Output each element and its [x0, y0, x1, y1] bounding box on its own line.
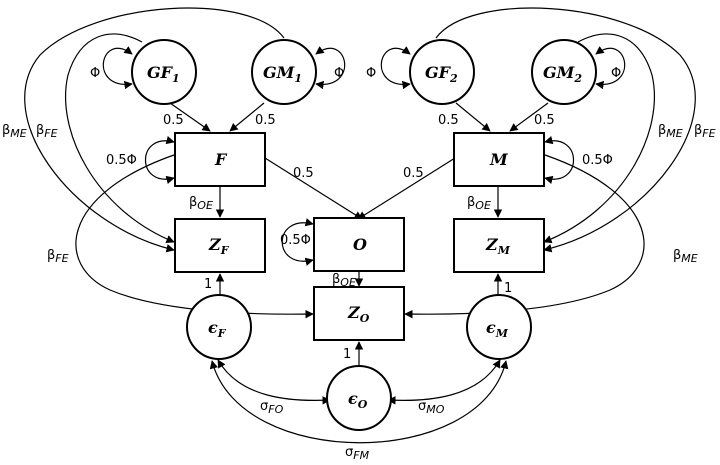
label-beta-oe-m: βOE — [467, 195, 491, 212]
node-epsilon-m: ϵM — [466, 294, 532, 360]
label-half-gm1-f: 0.5 — [255, 113, 276, 128]
edge-gf2-zm-beta-me — [435, 7, 696, 253]
node-m: M — [453, 132, 545, 187]
label-phi-gm2: Φ — [611, 66, 621, 81]
cov-em-eo — [387, 359, 501, 405]
label-beta-me-left: βME — [2, 123, 27, 140]
label-half-m-o: 0.5 — [403, 166, 424, 181]
label-half-f-o: 0.5 — [293, 166, 314, 181]
label-beta-oe-o: βOE — [332, 272, 356, 289]
loop-gf1 — [102, 46, 133, 90]
label-phi-gm1: Φ — [334, 66, 344, 81]
node-o: O — [313, 217, 405, 272]
node-f: F — [174, 132, 266, 187]
label-sigma-fo: σFO — [260, 399, 284, 416]
node-epsilon-o: ϵO — [326, 365, 392, 431]
node-zm: ZM — [453, 218, 545, 273]
label-phi-gf2: Φ — [366, 66, 376, 81]
svg-text:O: O — [353, 235, 367, 254]
label-half-phi-m: 0.5Φ — [582, 153, 613, 168]
label-half-gm2-m: 0.5 — [534, 113, 555, 128]
svg-text:M: M — [489, 150, 509, 169]
edge-gf2-m — [455, 102, 491, 132]
node-gm2: GM2 — [531, 39, 597, 105]
loop-o — [281, 218, 314, 266]
node-gm1: GM1 — [251, 39, 317, 105]
node-zo: ZO — [313, 286, 405, 341]
label-half-gf1-f: 0.5 — [163, 113, 184, 128]
svg-text:ZO: ZO — [347, 303, 370, 325]
svg-text:ϵO: ϵO — [348, 389, 368, 411]
edge-m-o — [357, 157, 456, 220]
label-sigma-fm: σFM — [345, 445, 370, 462]
node-gf2: GF2 — [409, 39, 475, 105]
svg-text:GF1: GF1 — [147, 63, 180, 85]
cov-ef-eo — [217, 359, 331, 405]
cov-ef-em — [209, 360, 509, 444]
node-gf1: GF1 — [131, 39, 197, 105]
svg-text:ϵM: ϵM — [486, 318, 509, 340]
edge-gm1-f — [229, 102, 265, 132]
edge-gm2-zm-beta-fe — [543, 33, 656, 244]
label-one-ef: 1 — [204, 277, 212, 292]
label-one-eo: 1 — [343, 347, 351, 362]
svg-text:ZF: ZF — [208, 235, 230, 257]
loop-gm2 — [595, 46, 626, 90]
loop-gf2 — [380, 46, 411, 90]
svg-text:ZM: ZM — [485, 235, 511, 257]
loop-gm1 — [315, 46, 346, 90]
svg-text:GM2: GM2 — [543, 63, 582, 85]
loop-f — [144, 136, 175, 184]
label-half-phi-f: 0.5Φ — [106, 153, 137, 168]
nodes: GF1 GM1 GF2 GM2 F M O ZF — [131, 39, 597, 431]
edge-gf1-zf-beta-fe — [64, 33, 175, 244]
label-half-phi-o: 0.5Φ — [280, 233, 311, 248]
label-beta-me-right: βME — [658, 123, 683, 140]
loop-m — [544, 136, 575, 184]
label-beta-fe-bottom: βFE — [47, 248, 69, 265]
svg-text:F: F — [214, 150, 228, 169]
edge-f-zo-beta-fe — [75, 154, 314, 319]
edge-f-o — [264, 157, 363, 220]
edges — [24, 7, 696, 444]
label-beta-oe-f: βOE — [189, 195, 213, 212]
node-zf: ZF — [174, 218, 266, 273]
edge-m-zo-beta-me — [404, 154, 645, 319]
svg-text:GF2: GF2 — [425, 63, 458, 85]
label-beta-fe-left: βFE — [36, 123, 58, 140]
label-beta-me-bottom: βME — [673, 248, 698, 265]
svg-text:GM1: GM1 — [263, 63, 302, 85]
label-half-gf2-m: 0.5 — [438, 113, 459, 128]
edge-gf1-f — [169, 102, 211, 132]
label-sigma-mo: σMO — [418, 399, 445, 416]
label-phi-gf1: Φ — [90, 66, 100, 81]
edge-gm1-zf-beta-me — [24, 7, 285, 253]
edge-labels: Φ Φ Φ Φ 0.5Φ 0.5Φ 0.5Φ 0.5 0.5 0.5 0.5 0… — [2, 66, 716, 462]
svg-text:ϵF: ϵF — [208, 318, 227, 340]
label-beta-fe-right: βFE — [694, 123, 716, 140]
node-epsilon-f: ϵF — [186, 294, 252, 360]
edge-gm2-m — [509, 102, 549, 132]
label-one-em: 1 — [504, 281, 512, 296]
